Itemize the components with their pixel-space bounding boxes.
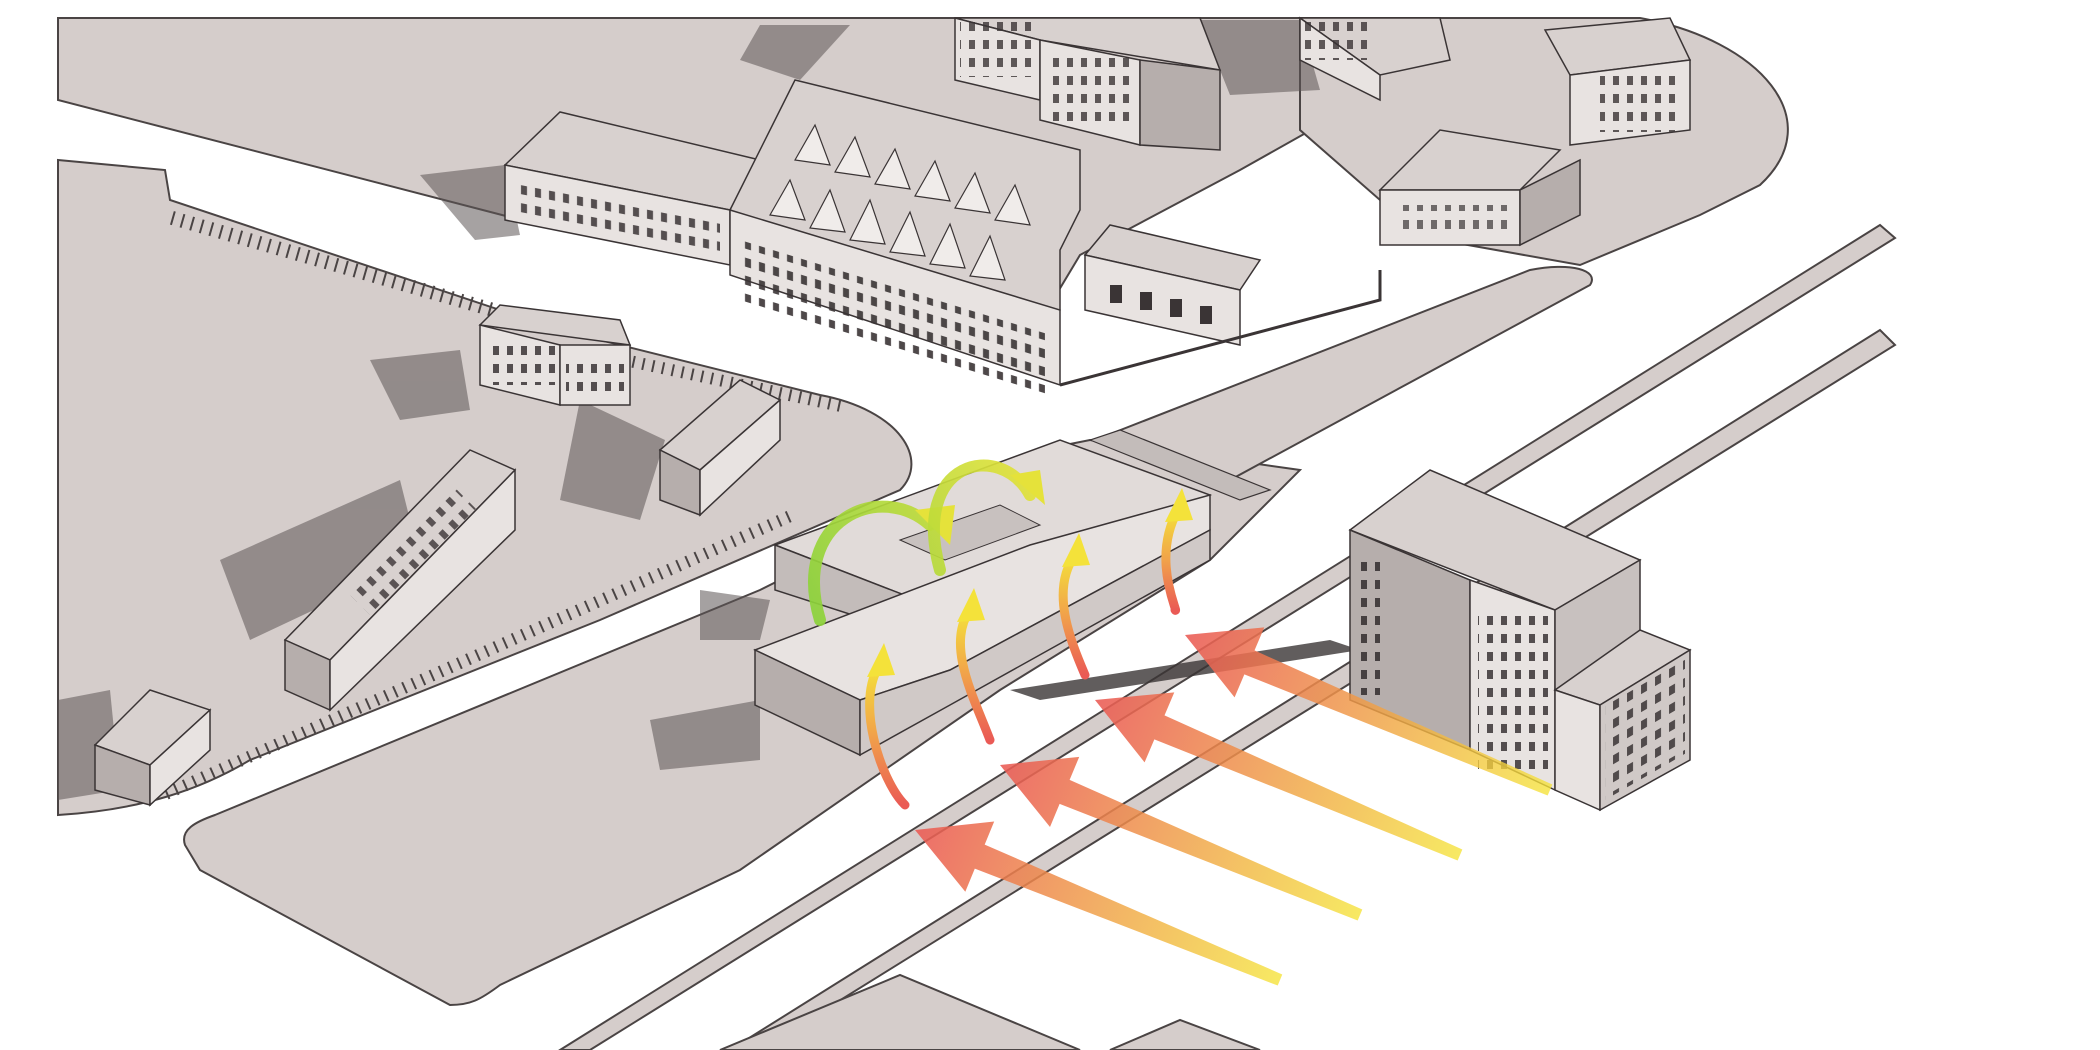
noise-1-deflected-path — [865, 660, 910, 810]
proposed-building — [753, 429, 1272, 757]
deflected-arrows — [865, 488, 1193, 810]
noise-3-arrow-right-icon — [1095, 692, 1463, 861]
noise-1-arrow-right-icon — [915, 821, 1283, 986]
nave-dormers — [769, 123, 1031, 281]
apartment-building — [1348, 469, 1692, 812]
church-complex — [503, 79, 1382, 394]
proposed-side-wall — [859, 528, 1211, 757]
chapel-arches — [1110, 285, 1212, 324]
noise-4-deflected-path — [1161, 505, 1183, 615]
apartment-annex-front — [1554, 688, 1601, 812]
top-buildings — [954, 16, 1692, 247]
noise-2-arrow-right-icon — [1000, 756, 1363, 921]
church-fence — [1059, 270, 1382, 387]
bottom-block — [719, 973, 1081, 1050]
overhead-1-arc-arrow-icon — [808, 500, 936, 626]
noise-1-deflected-arrowhead-icon — [867, 643, 895, 677]
canopy — [1088, 429, 1272, 501]
noise-2-deflected-path — [956, 605, 995, 745]
noise-4-deflected-arrowhead-icon — [1165, 488, 1193, 522]
noise-arrows — [915, 627, 1553, 986]
noise-2-deflected-arrowhead-icon — [957, 588, 985, 622]
overhead-arrows — [808, 459, 1045, 626]
left-houses — [93, 210, 846, 807]
right-wedge-block — [1091, 265, 1593, 482]
dark-road-band — [1010, 640, 1360, 700]
noise-4-arrow-right-icon — [1185, 627, 1553, 796]
overhead-2-arrowhead-icon — [1010, 470, 1045, 505]
noise-3-deflected-arrowhead-icon — [1062, 533, 1090, 567]
noise-3-deflected-path — [1058, 550, 1090, 680]
bottom-block-right — [1109, 1018, 1261, 1050]
